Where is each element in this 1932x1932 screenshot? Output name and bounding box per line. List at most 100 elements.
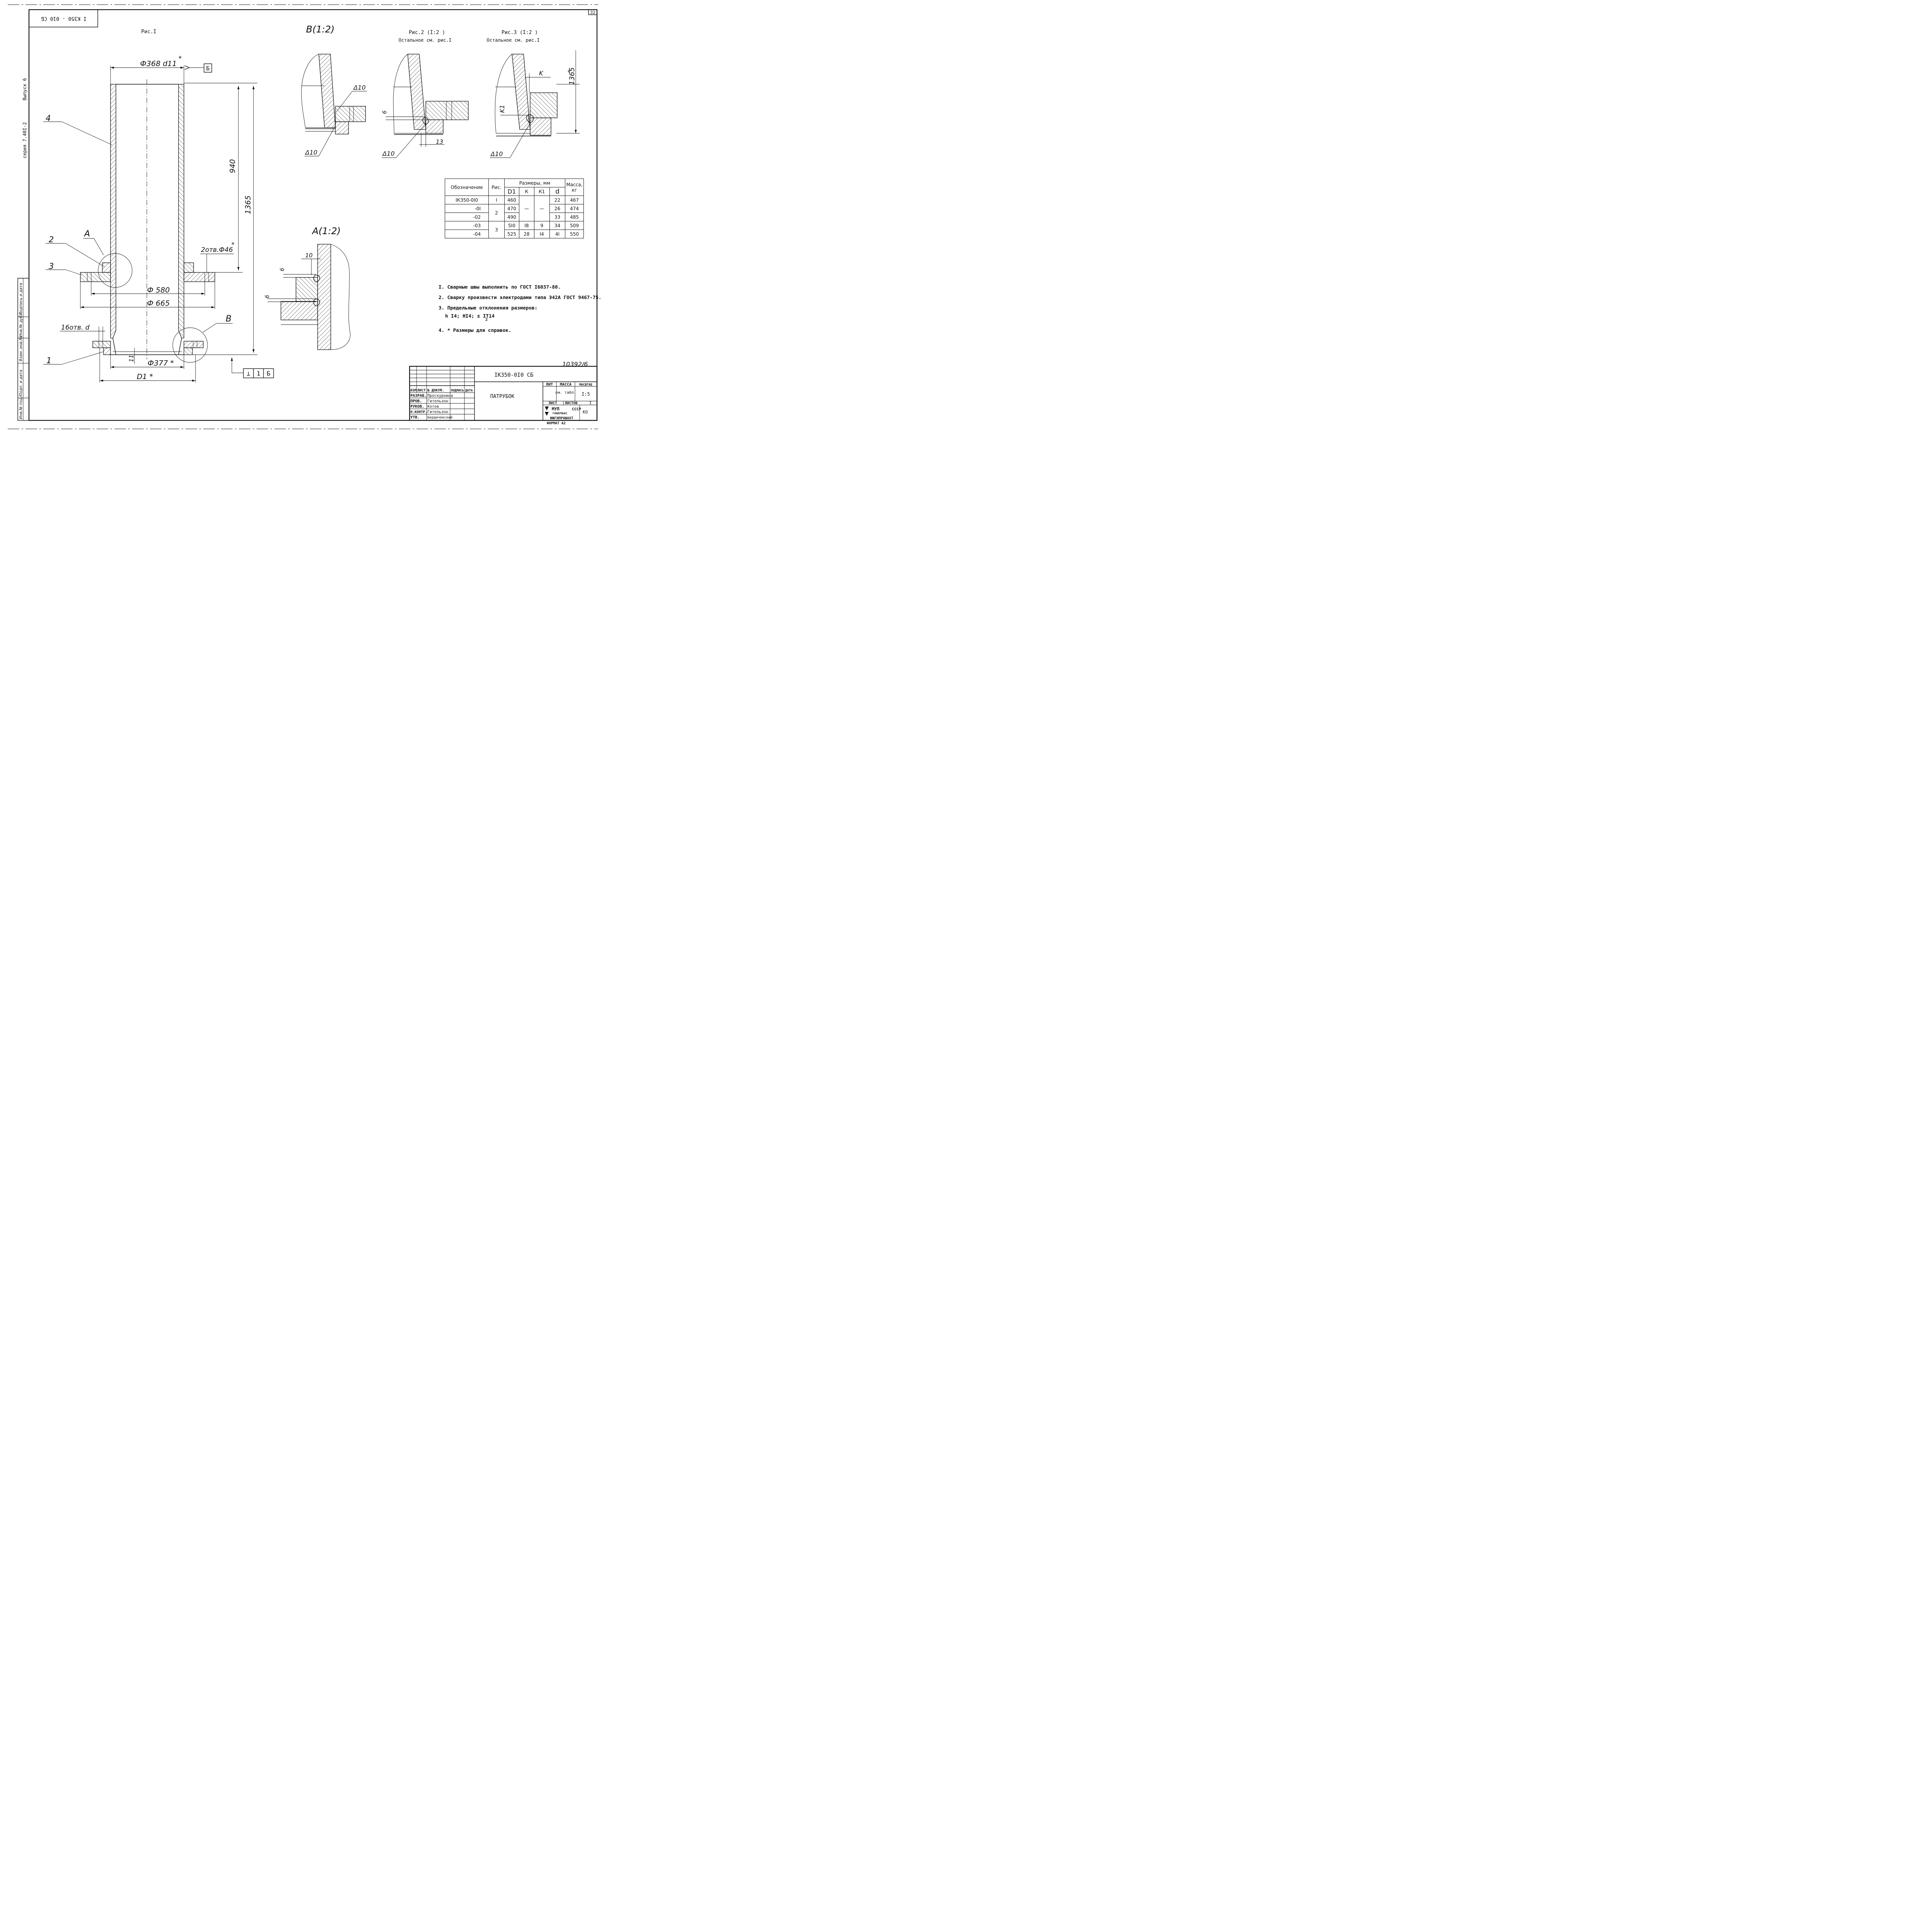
svg-text:6: 6 bbox=[264, 295, 270, 298]
svg-text:ЛИТ: ЛИТ bbox=[546, 383, 553, 387]
svg-text:*: * bbox=[567, 69, 571, 76]
note-3-values: h I4; HI4; ± IT14 bbox=[445, 313, 495, 319]
svg-text:13: 13 bbox=[436, 138, 443, 145]
svg-text:СССР: СССР bbox=[572, 407, 581, 412]
drawing-number: 10392/6 bbox=[562, 361, 588, 368]
fig3-title: Рис.3 (I:2 ) bbox=[502, 30, 538, 36]
svg-text:МАСШТАБ: МАСШТАБ bbox=[579, 383, 592, 386]
fig1-pipe bbox=[80, 79, 215, 363]
svg-text:*: * bbox=[231, 241, 235, 248]
lower-flange-right bbox=[184, 341, 204, 348]
svg-text:Инв.№ дубл.: Инв.№ дубл. bbox=[19, 312, 23, 337]
title-name: ПАТРУБОК bbox=[490, 394, 515, 400]
bottom-ring-left bbox=[103, 347, 111, 355]
dim-d665: Ф 665 bbox=[147, 299, 170, 308]
note-4: 4. * Размеры для справок. bbox=[439, 327, 512, 333]
fig1-callouts: 4 2 3 А В 1 bbox=[43, 114, 233, 365]
svg-text:Δ10: Δ10 bbox=[353, 84, 366, 91]
view-a-title: А(1:2) bbox=[311, 226, 341, 236]
rib-left bbox=[102, 262, 111, 273]
view-b-detail: Δ10 Δ10 bbox=[301, 54, 367, 156]
sheet-number: 32 bbox=[590, 10, 595, 15]
pipe-wall-right bbox=[178, 84, 184, 338]
svg-text:Δ10: Δ10 bbox=[490, 150, 503, 158]
svg-text:⊥: ⊥ bbox=[247, 370, 250, 377]
svg-text:ПОДПИСЬ: ПОДПИСЬ bbox=[451, 389, 464, 392]
dim-d1: D1 * bbox=[137, 372, 153, 381]
title-block: IКЗ50-0I0 СБ ПАТРУБОК ИЗМ. ЛИСТ № ДОКУМ.… bbox=[409, 366, 598, 425]
fig2-title: Рис.2 (I:2 ) bbox=[409, 30, 445, 36]
svg-text:ФОРМАТ А2: ФОРМАТ А2 bbox=[547, 422, 566, 425]
fig1-dimensions: Б Ф368 d11 * 940 1365 2отв.Ф46 * Ф 580 Ф… bbox=[60, 55, 274, 383]
svg-text:Подпись и дата: Подпись и дата bbox=[19, 283, 23, 315]
svg-text:K1: K1 bbox=[498, 105, 506, 113]
svg-text:РАЗРАБ.: РАЗРАБ. bbox=[410, 394, 427, 398]
svg-text:ДАТА: ДАТА bbox=[465, 389, 473, 392]
svg-text:Бердичевский: Бердичевский bbox=[427, 416, 452, 420]
fig3-detail: K K1 1365 * Δ10 bbox=[490, 50, 580, 158]
svg-text:I: I bbox=[589, 401, 592, 405]
svg-text:МУП: МУП bbox=[552, 406, 560, 412]
top-stamp-text: I КЗ50 - 010 СБ bbox=[41, 15, 87, 21]
svg-text:Взам. инв.№: Взам. инв.№ bbox=[19, 336, 23, 361]
callout-4: 4 bbox=[46, 114, 51, 123]
svg-text:№ ДОКУМ.: № ДОКУМ. bbox=[427, 389, 444, 393]
svg-text:K: K bbox=[539, 70, 544, 77]
fig2-subtitle: Остальное см. рис.I bbox=[398, 37, 451, 43]
svg-text:ЮЖГИПРОШАХТ: ЮЖГИПРОШАХТ bbox=[550, 417, 573, 420]
callout-1: 1 bbox=[46, 356, 51, 365]
svg-text:РУКОВ.: РУКОВ. bbox=[410, 405, 424, 409]
svg-text:Δ10: Δ10 bbox=[304, 149, 317, 156]
fig1-title: Рис.I bbox=[141, 29, 156, 35]
callout-b: В bbox=[226, 314, 231, 324]
lower-flange-left bbox=[92, 341, 111, 348]
callout-2: 2 bbox=[49, 235, 54, 244]
svg-text:ИЗМ.: ИЗМ. bbox=[410, 389, 419, 393]
callout-3: 3 bbox=[49, 262, 54, 271]
svg-text:Δ10: Δ10 bbox=[382, 150, 395, 157]
view-a-detail: 10 6 6 bbox=[264, 244, 350, 350]
upper-flange-left bbox=[80, 272, 111, 282]
dim-holes2: 2отв.Ф46 bbox=[201, 246, 233, 254]
dim-d377: Ф377 * bbox=[148, 359, 174, 367]
svg-text:КО: КО bbox=[583, 410, 588, 415]
svg-text:УТВ.: УТВ. bbox=[410, 415, 420, 420]
upper-flange-right bbox=[184, 272, 215, 282]
fig3-subtitle: Остальное см. рис.I bbox=[486, 37, 539, 43]
datum-b-label: Б bbox=[206, 65, 209, 72]
dim-1365: 1365 bbox=[244, 196, 252, 214]
svg-text:I:5: I:5 bbox=[582, 391, 590, 397]
fig2-detail: 6 13 Δ10 bbox=[382, 54, 469, 158]
note-2: 2. Сварку произвести электродами типа Э4… bbox=[439, 294, 602, 300]
detail-circle-a bbox=[98, 253, 133, 288]
svg-text:6: 6 bbox=[382, 111, 388, 114]
org-logo-icon bbox=[545, 406, 549, 416]
svg-text:МАССА: МАССА bbox=[560, 383, 571, 387]
series-label: серия 7.40I-2 bbox=[22, 122, 27, 158]
svg-text:Б: Б bbox=[267, 370, 270, 377]
dim-1365-fig3: 1365 bbox=[568, 67, 576, 85]
svg-text:Инв.№ подл.: Инв.№ подл. bbox=[19, 394, 23, 419]
svg-text:ЛИСТОВ: ЛИСТОВ bbox=[565, 401, 578, 405]
svg-text:*: * bbox=[178, 55, 182, 63]
svg-text:ГЛАВУПЬКС: ГЛАВУПЬКС bbox=[553, 412, 567, 415]
top-stamp bbox=[29, 9, 98, 27]
note-3: 3. Предельные отклонения размеров: bbox=[439, 305, 537, 311]
rib-right bbox=[184, 262, 194, 273]
issue-label: Выпуск 6 bbox=[22, 78, 27, 100]
svg-text:Котов: Котов bbox=[427, 405, 439, 409]
callout-a: А bbox=[83, 229, 90, 239]
detail-circle-b bbox=[172, 327, 208, 363]
dim-d368: Ф368 d11 bbox=[140, 60, 177, 68]
dimension-table: Обозначение Рис. Размеры, мм Масса, кг D… bbox=[444, 179, 584, 238]
dim-d580: Ф 580 bbox=[147, 286, 170, 294]
svg-text:Н.КОНТР.: Н.КОНТР. bbox=[410, 410, 427, 414]
svg-text:6: 6 bbox=[279, 268, 286, 271]
pipe-wall-left bbox=[110, 84, 116, 338]
note-1: I. Сварные швы выполнить по ГОСТ I6037-8… bbox=[439, 284, 561, 290]
